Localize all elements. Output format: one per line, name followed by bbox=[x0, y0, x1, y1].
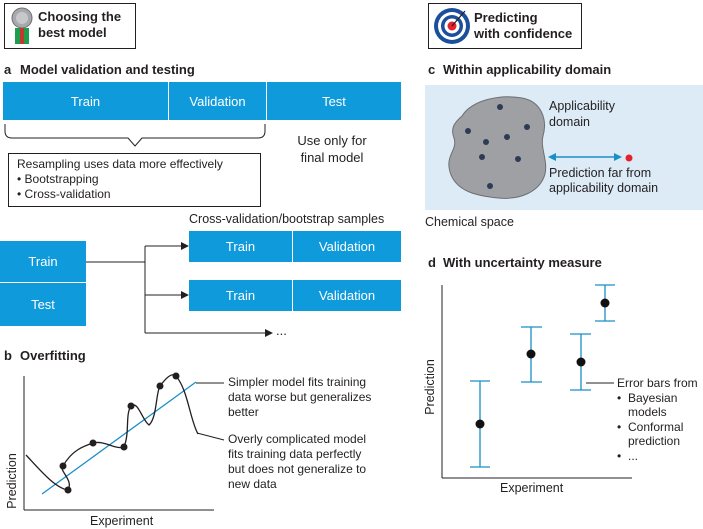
resampling-title: Resampling uses data more effectively bbox=[17, 157, 223, 171]
d-ylabel: Prediction bbox=[423, 359, 437, 415]
far-prediction-point bbox=[625, 154, 633, 162]
errorbar-item: • ... bbox=[617, 448, 639, 463]
chemical-space-label: Chemical space bbox=[425, 215, 514, 229]
balance-model-icon bbox=[11, 7, 33, 44]
errorbar-item: • Bayesian models bbox=[617, 390, 678, 420]
errorbar-title: Error bars from bbox=[617, 376, 698, 390]
note2-line: fits training data perfectly bbox=[228, 447, 362, 461]
domain-label-line2: domain bbox=[549, 115, 590, 129]
b-point bbox=[156, 382, 164, 390]
d-point bbox=[600, 298, 610, 308]
simple-fit-line bbox=[41, 381, 197, 495]
b-point bbox=[127, 402, 135, 410]
domain-label-line1: Applicability bbox=[549, 99, 616, 113]
note2-line: new data bbox=[228, 477, 277, 491]
resampling-item: • Cross-validation bbox=[17, 187, 111, 201]
cv-row-2-validation: Validation bbox=[293, 280, 401, 311]
header-predicting-confidence: Predicting with confidence bbox=[428, 3, 582, 49]
c-point bbox=[487, 183, 493, 189]
header-choosing-model: Choosing the best model bbox=[4, 3, 136, 49]
b-point bbox=[172, 372, 180, 380]
panel-b-title: Overfitting bbox=[20, 348, 86, 363]
d-point bbox=[576, 357, 586, 367]
errorbar-legend: Error bars from • Bayesian models • Conf… bbox=[617, 376, 698, 463]
cv-title: Cross-validation/bootstrap samples bbox=[189, 212, 385, 226]
train-test-stack: Train Test bbox=[0, 241, 86, 326]
errorbar-item: • Conformal prediction bbox=[617, 419, 684, 449]
panel-a-letter: a bbox=[4, 62, 12, 77]
cv-row-1-validation: Validation bbox=[293, 231, 401, 262]
target-icon bbox=[434, 8, 470, 44]
data-split-bar: Train Validation Test bbox=[3, 82, 401, 120]
d-point bbox=[526, 349, 536, 359]
cv-row-2: Train Validation bbox=[189, 280, 401, 311]
b-point bbox=[89, 439, 97, 447]
far-label-line1: Prediction far from bbox=[549, 166, 652, 180]
c-point bbox=[504, 134, 510, 140]
far-label: Prediction far from applicability domain bbox=[549, 166, 658, 196]
c-point bbox=[524, 124, 530, 130]
panel-b-letter: b bbox=[4, 348, 12, 363]
header-left-title-1: Choosing the bbox=[38, 9, 122, 24]
header-right-title-1: Predicting bbox=[474, 10, 538, 25]
domain-blob bbox=[448, 96, 547, 199]
test-note-line2: final model bbox=[300, 150, 364, 165]
cv-row-1: Train Validation bbox=[189, 231, 401, 262]
note2-line: but does not generalize to bbox=[228, 462, 367, 476]
stack-train: Train bbox=[0, 241, 86, 283]
resampling-box: Resampling uses data more effectively • … bbox=[8, 153, 261, 207]
b-xlabel: Experiment bbox=[90, 514, 154, 528]
header-right-title-2: with confidence bbox=[474, 26, 573, 41]
d-ylabel-wrap: Prediction bbox=[420, 348, 440, 428]
cv-row-2-train: Train bbox=[189, 280, 293, 311]
d-point bbox=[475, 419, 485, 429]
far-label-line2: applicability domain bbox=[549, 181, 659, 195]
split-test: Test bbox=[267, 82, 401, 120]
panel-c-title: Within applicability domain bbox=[443, 62, 612, 77]
note1-line: Simpler model fits training bbox=[228, 375, 367, 389]
note1-line: better bbox=[228, 405, 259, 419]
note2-leader bbox=[196, 432, 225, 441]
stack-test: Test bbox=[0, 283, 86, 326]
d-xlabel: Experiment bbox=[500, 481, 564, 495]
c-point bbox=[483, 139, 489, 145]
panel-c-letter: c bbox=[428, 62, 436, 77]
resampling-item: • Bootstrapping bbox=[17, 172, 99, 186]
c-point bbox=[497, 104, 503, 110]
cv-row-1-train: Train bbox=[189, 231, 293, 262]
c-point bbox=[465, 128, 471, 134]
header-left-title-2: best model bbox=[38, 25, 107, 40]
panel-d-letter: d bbox=[428, 255, 436, 270]
note2-line: Overly complicated model bbox=[228, 432, 367, 446]
b-point bbox=[59, 462, 67, 470]
b-point bbox=[120, 443, 128, 451]
split-train: Train bbox=[3, 82, 169, 120]
note1-line: data worse but generalizes bbox=[228, 390, 372, 404]
b-point bbox=[64, 486, 72, 494]
split-validation: Validation bbox=[169, 82, 267, 120]
panel-a-title: Model validation and testing bbox=[20, 62, 195, 77]
test-note-line1: Use only for bbox=[297, 133, 367, 148]
c-point bbox=[479, 154, 485, 160]
complex-fit-curve bbox=[25, 374, 199, 491]
panel-d-title: With uncertainty measure bbox=[443, 255, 602, 270]
overfit-note-2: Overly complicated model fits training d… bbox=[228, 432, 366, 492]
cv-ellipsis: ... bbox=[276, 323, 287, 338]
domain-label: Applicability domain bbox=[549, 98, 615, 130]
test-note: Use only for final model bbox=[292, 132, 372, 166]
c-point bbox=[515, 156, 521, 162]
overfit-note-1: Simpler model fits training data worse b… bbox=[228, 375, 371, 420]
